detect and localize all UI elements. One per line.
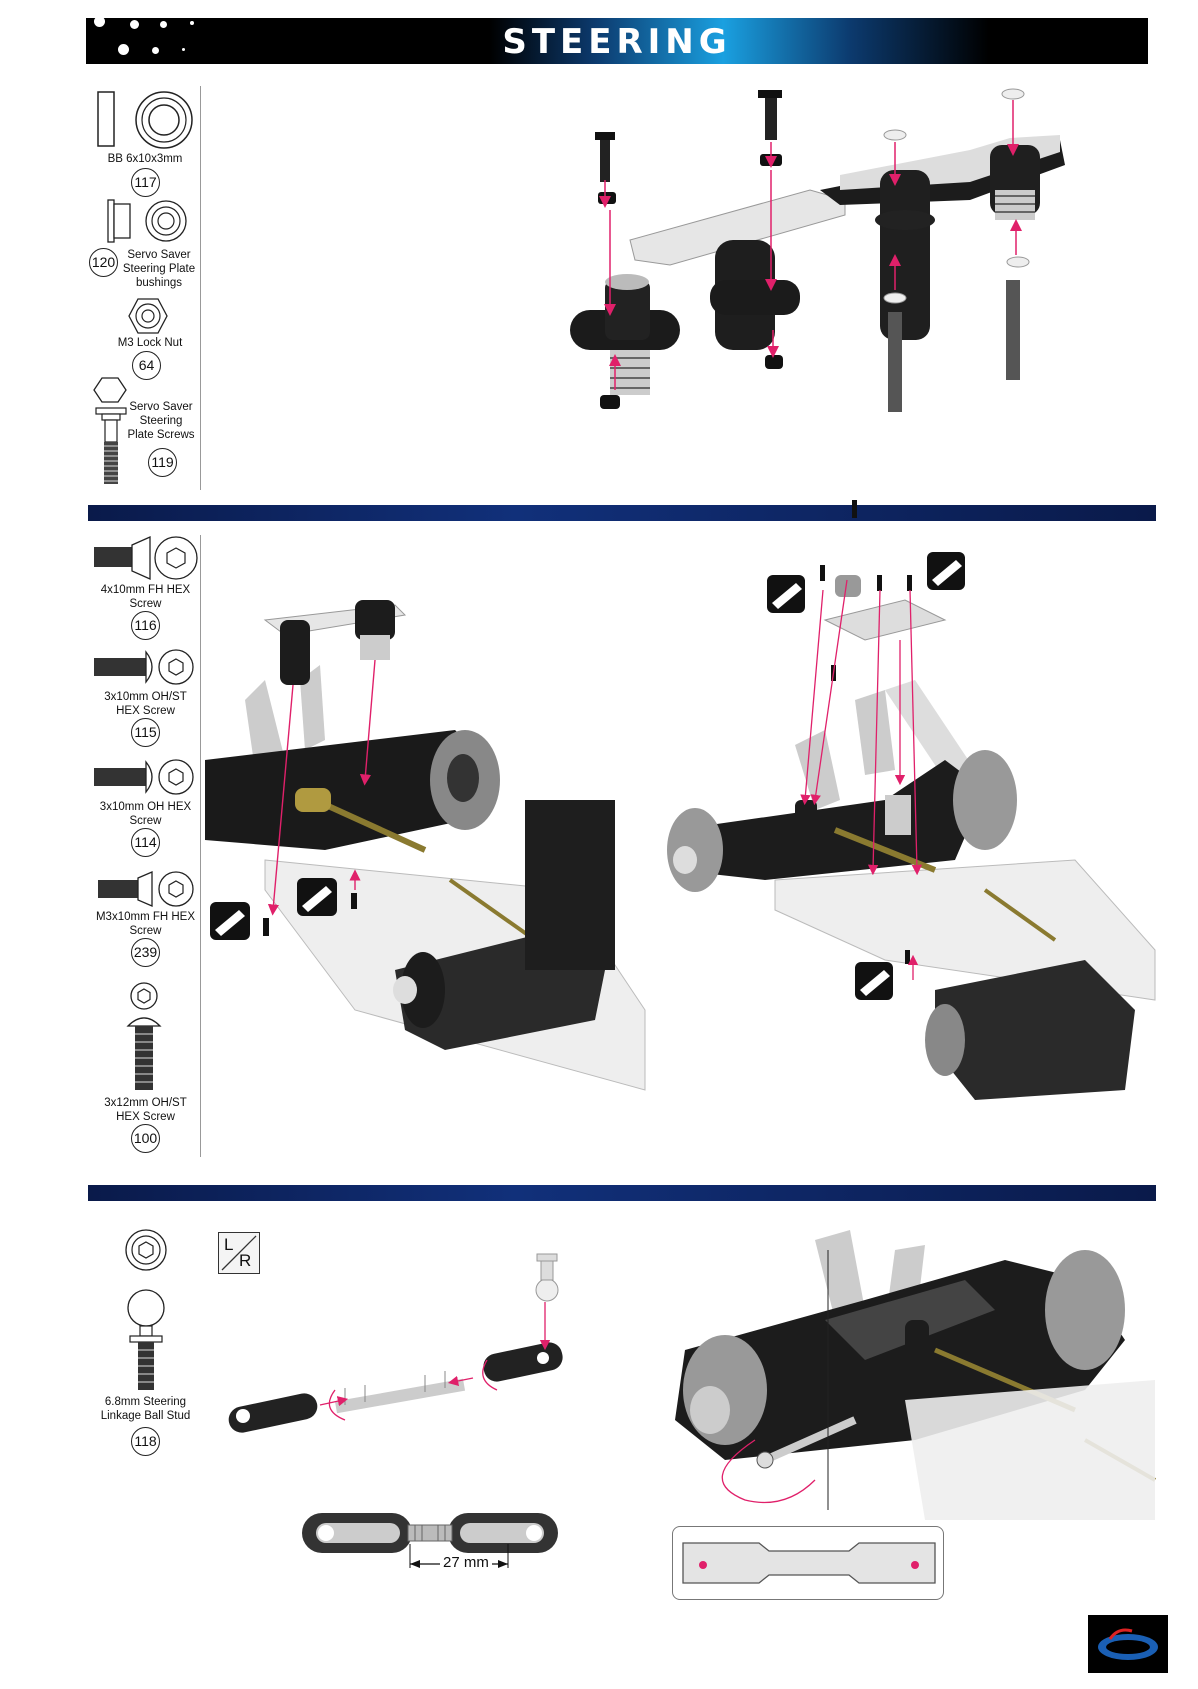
linkage-length-label: 27 mm	[440, 1554, 492, 1571]
part-label-line: Linkage Ball Stud	[88, 1409, 203, 1423]
part-label: Servo Saver Steering Plate Screws	[122, 400, 200, 442]
chassis-right-assembly-diagram	[655, 530, 1155, 1110]
part-label: BB 6x10x3mm	[90, 152, 200, 166]
part-label-line: Plate Screws	[122, 428, 200, 442]
page-title: STEERING	[86, 22, 1148, 62]
part-label-line: Servo Saver	[116, 248, 202, 262]
part-label: M3 Lock Nut	[110, 336, 190, 350]
part-label-line: Steering Plate	[116, 262, 202, 276]
section-divider	[88, 505, 1156, 521]
gs-logo-icon	[1096, 1625, 1160, 1665]
part-label-line: Servo Saver	[122, 400, 200, 414]
part-label-line: Screw	[88, 924, 203, 938]
page-header: STEERING	[86, 18, 1148, 64]
part-label-line: bushings	[116, 276, 202, 290]
button-head-screw-icon	[92, 758, 202, 798]
part-label-line: Steering	[122, 414, 200, 428]
bushing-icon	[106, 198, 196, 244]
part-label: 3x12mm OH/ST HEX Screw	[88, 1096, 203, 1124]
part-label: M3x10mm FH HEX Screw	[88, 910, 203, 938]
part-label: 3x10mm OH/ST HEX Screw	[88, 690, 203, 718]
section-divider	[88, 1185, 1156, 1201]
brand-logo	[1088, 1615, 1168, 1673]
part-number: 118	[131, 1427, 160, 1456]
part-label-line: Screw	[88, 597, 203, 611]
part-label-line: HEX Screw	[88, 704, 203, 718]
part-label-line: 3x10mm OH/ST	[88, 690, 203, 704]
chassis-left-assembly-diagram	[205, 590, 645, 1110]
ball-stud-icon	[126, 1288, 170, 1394]
steering-linkage-exploded-diagram	[225, 1240, 585, 1450]
part-label-line: Screw	[88, 814, 203, 828]
lock-nut-icon	[128, 298, 168, 334]
part-label-line: M3x10mm FH HEX	[88, 910, 203, 924]
part-number: 119	[148, 448, 177, 477]
front-steering-assembly-diagram	[665, 1220, 1155, 1520]
ball-stud-top-icon	[124, 1228, 168, 1272]
part-number: 115	[131, 718, 160, 747]
part-label: 4x10mm FH HEX Screw	[88, 583, 203, 611]
part-label-line: 3x10mm OH HEX	[88, 800, 203, 814]
part-number: 64	[132, 351, 161, 380]
part-number: 120	[89, 248, 118, 277]
bearing-icon	[96, 90, 206, 150]
part-label-line: 6.8mm Steering	[88, 1395, 203, 1409]
flat-head-screw-icon	[92, 535, 202, 581]
flat-head-screw-icon	[96, 870, 206, 910]
part-label-line: HEX Screw	[88, 1110, 203, 1124]
part-number: 116	[131, 611, 160, 640]
part-number: 100	[131, 1124, 160, 1153]
servo-saver-exploded-diagram	[540, 90, 1160, 480]
part-number: 117	[131, 168, 160, 197]
steering-plate-detail-box	[672, 1526, 944, 1600]
part-label: 3x10mm OH HEX Screw	[88, 800, 203, 828]
part-label: Servo Saver Steering Plate bushings	[116, 248, 202, 290]
steering-plate-detail	[679, 1535, 939, 1591]
part-label: 6.8mm Steering Linkage Ball Stud	[88, 1395, 203, 1423]
part-number: 239	[131, 938, 160, 967]
part-label-line: 4x10mm FH HEX	[88, 583, 203, 597]
part-number: 114	[131, 828, 160, 857]
button-head-screw-icon	[92, 648, 202, 688]
button-head-screw-icon	[124, 982, 168, 1094]
part-label-line: 3x12mm OH/ST	[88, 1096, 203, 1110]
